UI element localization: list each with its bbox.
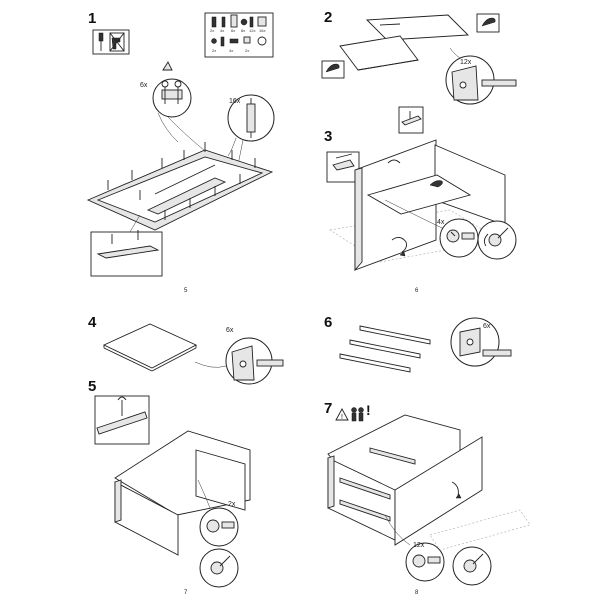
frame-panel <box>86 149 274 231</box>
hardware-label: 2x <box>245 48 250 53</box>
step-5-detail-box <box>94 395 150 445</box>
hardware-label: 2x <box>210 28 215 33</box>
quantity-6x: 6x <box>140 82 148 89</box>
quantity-6x: 6x <box>483 323 491 330</box>
cam-lock-detail <box>199 507 239 547</box>
step-number-4: 4 <box>88 314 97 331</box>
steps-6-7-illustration: ! <box>327 317 531 586</box>
manual-page-8: 6 7 ! <box>300 300 600 600</box>
hardware-label: 4x <box>220 28 225 33</box>
cam-lock-detail <box>405 542 445 582</box>
hardware-label: 4x <box>229 48 234 53</box>
exclamation-icon: ! <box>366 402 371 418</box>
side-panel <box>114 479 179 556</box>
quantity-4x: 4x <box>437 219 445 226</box>
corner-detail-box <box>90 230 163 277</box>
dowel-insert-detail <box>450 317 512 367</box>
hardware-label: 6x <box>231 28 236 33</box>
no-power-drill-icon <box>109 32 125 52</box>
step-number-2: 2 <box>324 9 333 26</box>
page-number: 7 <box>184 590 188 596</box>
dowel-detail <box>227 94 275 157</box>
two-persons-icon <box>351 407 364 422</box>
step-2-panels <box>339 14 470 71</box>
dowel-insert-detail <box>194 337 284 385</box>
step-1-illustration <box>86 12 275 277</box>
hand-icon <box>476 13 500 33</box>
hardware-label: 12x <box>249 28 256 33</box>
manual-page-6: 2 3 <box>300 0 600 300</box>
step-3-detail-box <box>398 106 424 134</box>
step-number-6: 6 <box>324 314 333 331</box>
step-4-panel <box>102 323 198 372</box>
side-panel-right <box>195 449 246 511</box>
tool-box <box>92 29 130 55</box>
screwdriver-turn-detail <box>199 548 239 588</box>
steps-2-3-illustration <box>321 13 517 272</box>
cabinet-rails <box>339 447 416 522</box>
screwdriver-turn-detail <box>452 546 492 586</box>
step-number-7: 7 <box>324 400 333 417</box>
step-number-1: 1 <box>88 10 97 27</box>
step-number-5: 5 <box>88 378 97 395</box>
cam-lock-detail <box>439 218 479 258</box>
step-number-3: 3 <box>324 128 333 145</box>
frame-dowels <box>107 142 256 220</box>
quantity-12x: 12x <box>460 59 472 66</box>
cabinet-side-panel-right <box>394 436 483 546</box>
hardware-overview-box <box>204 12 274 58</box>
quantity-2x: 2x <box>228 501 236 508</box>
quantity-16x: 16x <box>229 98 241 105</box>
quantity-6x: 6x <box>226 327 234 334</box>
warning-triangle-icon: ! <box>335 408 349 421</box>
svg-text:!: ! <box>341 414 343 421</box>
manual-page-7: 4 5 <box>0 300 300 600</box>
hardware-label: 8x <box>241 28 246 33</box>
page-number: 8 <box>415 590 419 596</box>
cam-fitting-detail <box>152 61 192 143</box>
drawer-rails <box>339 325 431 373</box>
quantity-12x: 12x <box>413 542 425 549</box>
screwdriver-icon <box>98 32 104 51</box>
page-number: 6 <box>415 288 419 294</box>
step-3-side-detail-box <box>326 151 360 183</box>
hardware-label: 2x <box>212 48 217 53</box>
manual-page-5: 1 <box>0 0 300 300</box>
steps-4-5-illustration <box>94 323 284 588</box>
dowel-insert-detail <box>445 47 517 105</box>
hardware-label: 16x <box>259 28 266 33</box>
screwdriver-turn-detail <box>477 220 517 260</box>
page-number: 5 <box>184 288 188 294</box>
hand-icon <box>429 180 443 188</box>
hand-icon <box>321 60 345 79</box>
